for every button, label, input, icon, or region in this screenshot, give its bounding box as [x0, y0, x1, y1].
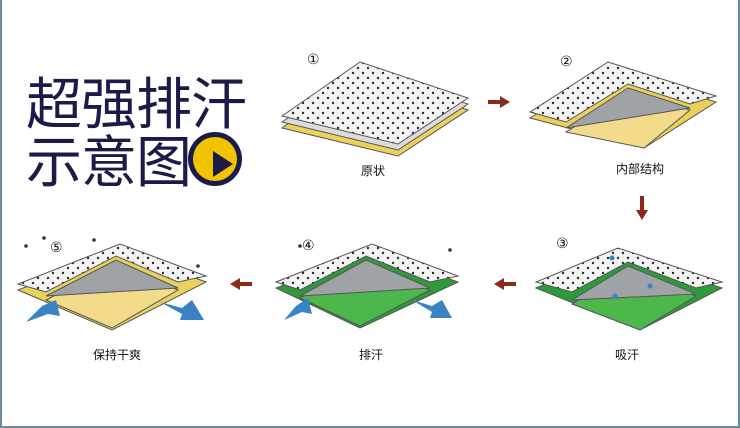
step-1-fabric — [280, 61, 470, 157]
arrow-step4-to-step5 — [230, 278, 252, 290]
step-5-number: ⑤ — [50, 240, 63, 256]
step-5-caption: 保持干爽 — [92, 348, 142, 362]
step-3-caption: 吸汗 — [614, 348, 640, 362]
play-icon[interactable] — [188, 132, 242, 186]
step-3-fabric — [534, 247, 724, 331]
step-1-number: ① — [307, 52, 320, 68]
step-5-right-blue-arrow — [160, 300, 204, 320]
step-3-number: ③ — [556, 236, 569, 252]
step-2-number: ② — [560, 54, 573, 70]
step-3-top-layer — [534, 247, 724, 293]
step-4-caption: 排汗 — [358, 348, 384, 362]
step-4-gray-layer — [299, 259, 431, 297]
step-4-number: ④ — [302, 238, 315, 254]
step-1-caption: 原状 — [360, 164, 386, 178]
step-4-fabric — [274, 243, 460, 329]
step-5-fabric — [16, 236, 208, 331]
step-2-fabric — [528, 61, 718, 149]
step-4-right-blue-arrow — [412, 300, 452, 318]
step-5-top-layer — [16, 243, 208, 293]
step-5-left-blue-arrow — [26, 300, 60, 322]
step-2-top-layer — [528, 61, 718, 123]
arrow-step2-to-step3 — [636, 196, 648, 220]
title-line-2: 示意图 — [26, 131, 192, 196]
step-4-top-layer — [274, 243, 460, 291]
title-line-1: 超强排汗 — [26, 73, 247, 138]
arrow-step3-to-step4 — [494, 278, 516, 290]
step-3-gray-layer — [571, 265, 697, 301]
step-4-left-blue-arrow — [284, 298, 312, 320]
step-2-gray-layer — [565, 87, 691, 129]
step-1-top-layer — [280, 61, 470, 145]
step-2-caption: 内部结构 — [615, 162, 665, 176]
play-icon-disc — [193, 137, 237, 181]
step-5-gray-layer — [45, 259, 179, 297]
arrow-icon — [230, 96, 648, 290]
arrow-step1-to-step2 — [488, 96, 510, 108]
play-icon-triangle — [213, 151, 233, 177]
